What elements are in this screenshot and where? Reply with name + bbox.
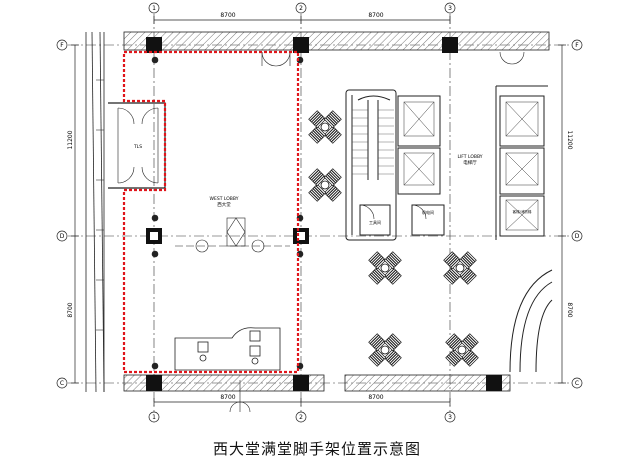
- top-dimension-line: [153, 16, 451, 24]
- top-span-1: 8700: [220, 12, 235, 19]
- reception-desk: [174, 327, 281, 371]
- grid-bubble-col-2-bottom: 2: [295, 411, 307, 423]
- bottom-dimension-line: [153, 398, 451, 406]
- svg-text:2: 2: [299, 414, 303, 421]
- grid-bubble-col-2-top: 2: [295, 2, 307, 14]
- northeast-entrance-door: [499, 51, 525, 65]
- svg-text:3: 3: [448, 414, 452, 421]
- south-wall-west: [123, 374, 325, 392]
- left-dimension-line: [71, 44, 79, 384]
- west-lobby-label-en: WEST LOBBY: [210, 196, 239, 202]
- north-wall: [123, 31, 550, 51]
- top-span-2: 8700: [368, 12, 383, 19]
- right-span-lower: 8700: [566, 302, 573, 317]
- west-facade-mullions: [96, 79, 104, 331]
- table-chair-set: [308, 110, 342, 144]
- table-chair-set: [308, 168, 342, 202]
- lift-shafts-east: [499, 95, 545, 237]
- grid-bubble-row-D-right: D: [571, 230, 583, 242]
- grid-bubble-row-D-left: D: [56, 230, 68, 242]
- west-facade: [85, 31, 105, 393]
- table-chair-set: [368, 251, 402, 285]
- grid-bubble-col-3-top: 3: [444, 2, 456, 14]
- svg-text:1: 1: [152, 414, 156, 421]
- grid-bubble-row-C-right: C: [571, 377, 583, 389]
- grid-axes: [68, 14, 570, 412]
- lift-lobby-label-en: LIFT LOBBY: [457, 154, 482, 160]
- grid-bubble-row-F-left: F: [56, 39, 68, 51]
- scaffold-boundary: [122, 50, 300, 374]
- lounge-seating: [308, 110, 479, 367]
- svg-text:F: F: [575, 42, 579, 49]
- bottom-span-1: 8700: [220, 394, 235, 401]
- column-inner-mark: [150, 232, 158, 240]
- grid-bubble-col-3-bottom: 3: [444, 411, 456, 423]
- column-inner-mark: [297, 232, 305, 240]
- stair-treads: [352, 109, 394, 175]
- south-entry-marker: [229, 380, 251, 413]
- left-span-upper: 11200: [67, 130, 74, 149]
- table-chair-set: [368, 333, 402, 367]
- lift-car-marks-west: [403, 101, 435, 186]
- south-wall-east: [344, 374, 511, 392]
- lobby-fixtures: [151, 56, 304, 370]
- table-chair-set: [445, 333, 479, 367]
- lift-car-marks-east: [505, 101, 539, 231]
- svg-text:C: C: [60, 380, 64, 387]
- svg-text:D: D: [575, 233, 580, 240]
- grid-bubble-col-1-top: 1: [148, 2, 160, 14]
- lift-shafts-west: [397, 95, 441, 195]
- service-rooms: [359, 204, 445, 236]
- svg-text:2: 2: [299, 5, 303, 12]
- svg-text:1: 1: [152, 5, 156, 12]
- north-entrance-door: [261, 51, 291, 67]
- service-room-1-label: 工具间: [369, 219, 381, 225]
- floor-plan-drawing: 8700 8700 8700 8700 11200 8700 11200 870…: [56, 2, 583, 423]
- svg-text:C: C: [575, 380, 579, 387]
- service-room-2-label: 机电间: [422, 209, 434, 215]
- east-core-wall: [495, 85, 548, 240]
- right-span-upper: 11200: [566, 130, 573, 149]
- curved-wall-southeast: [509, 269, 553, 373]
- left-span-lower: 8700: [67, 302, 74, 317]
- table-chair-set: [443, 251, 477, 285]
- west-lobby-label-cn: 西大堂: [217, 201, 231, 208]
- stair-core: [345, 89, 397, 241]
- right-dimension-line: [558, 44, 566, 384]
- grid-bubble-row-F-right: F: [571, 39, 583, 51]
- lift-lobby-label-cn: 电梯厅: [463, 159, 477, 166]
- bottom-span-2: 8700: [368, 394, 383, 401]
- svg-text:D: D: [60, 233, 65, 240]
- lift-label: 客梯/消防梯: [513, 209, 532, 214]
- small-room-label: TLS: [133, 144, 142, 150]
- grid-bubble-col-1-bottom: 1: [148, 411, 160, 423]
- svg-text:3: 3: [448, 5, 452, 12]
- grid-bubble-row-C-left: C: [56, 377, 68, 389]
- drawing-caption: 西大堂满堂脚手架位置示意图: [212, 440, 421, 458]
- svg-text:F: F: [60, 42, 64, 49]
